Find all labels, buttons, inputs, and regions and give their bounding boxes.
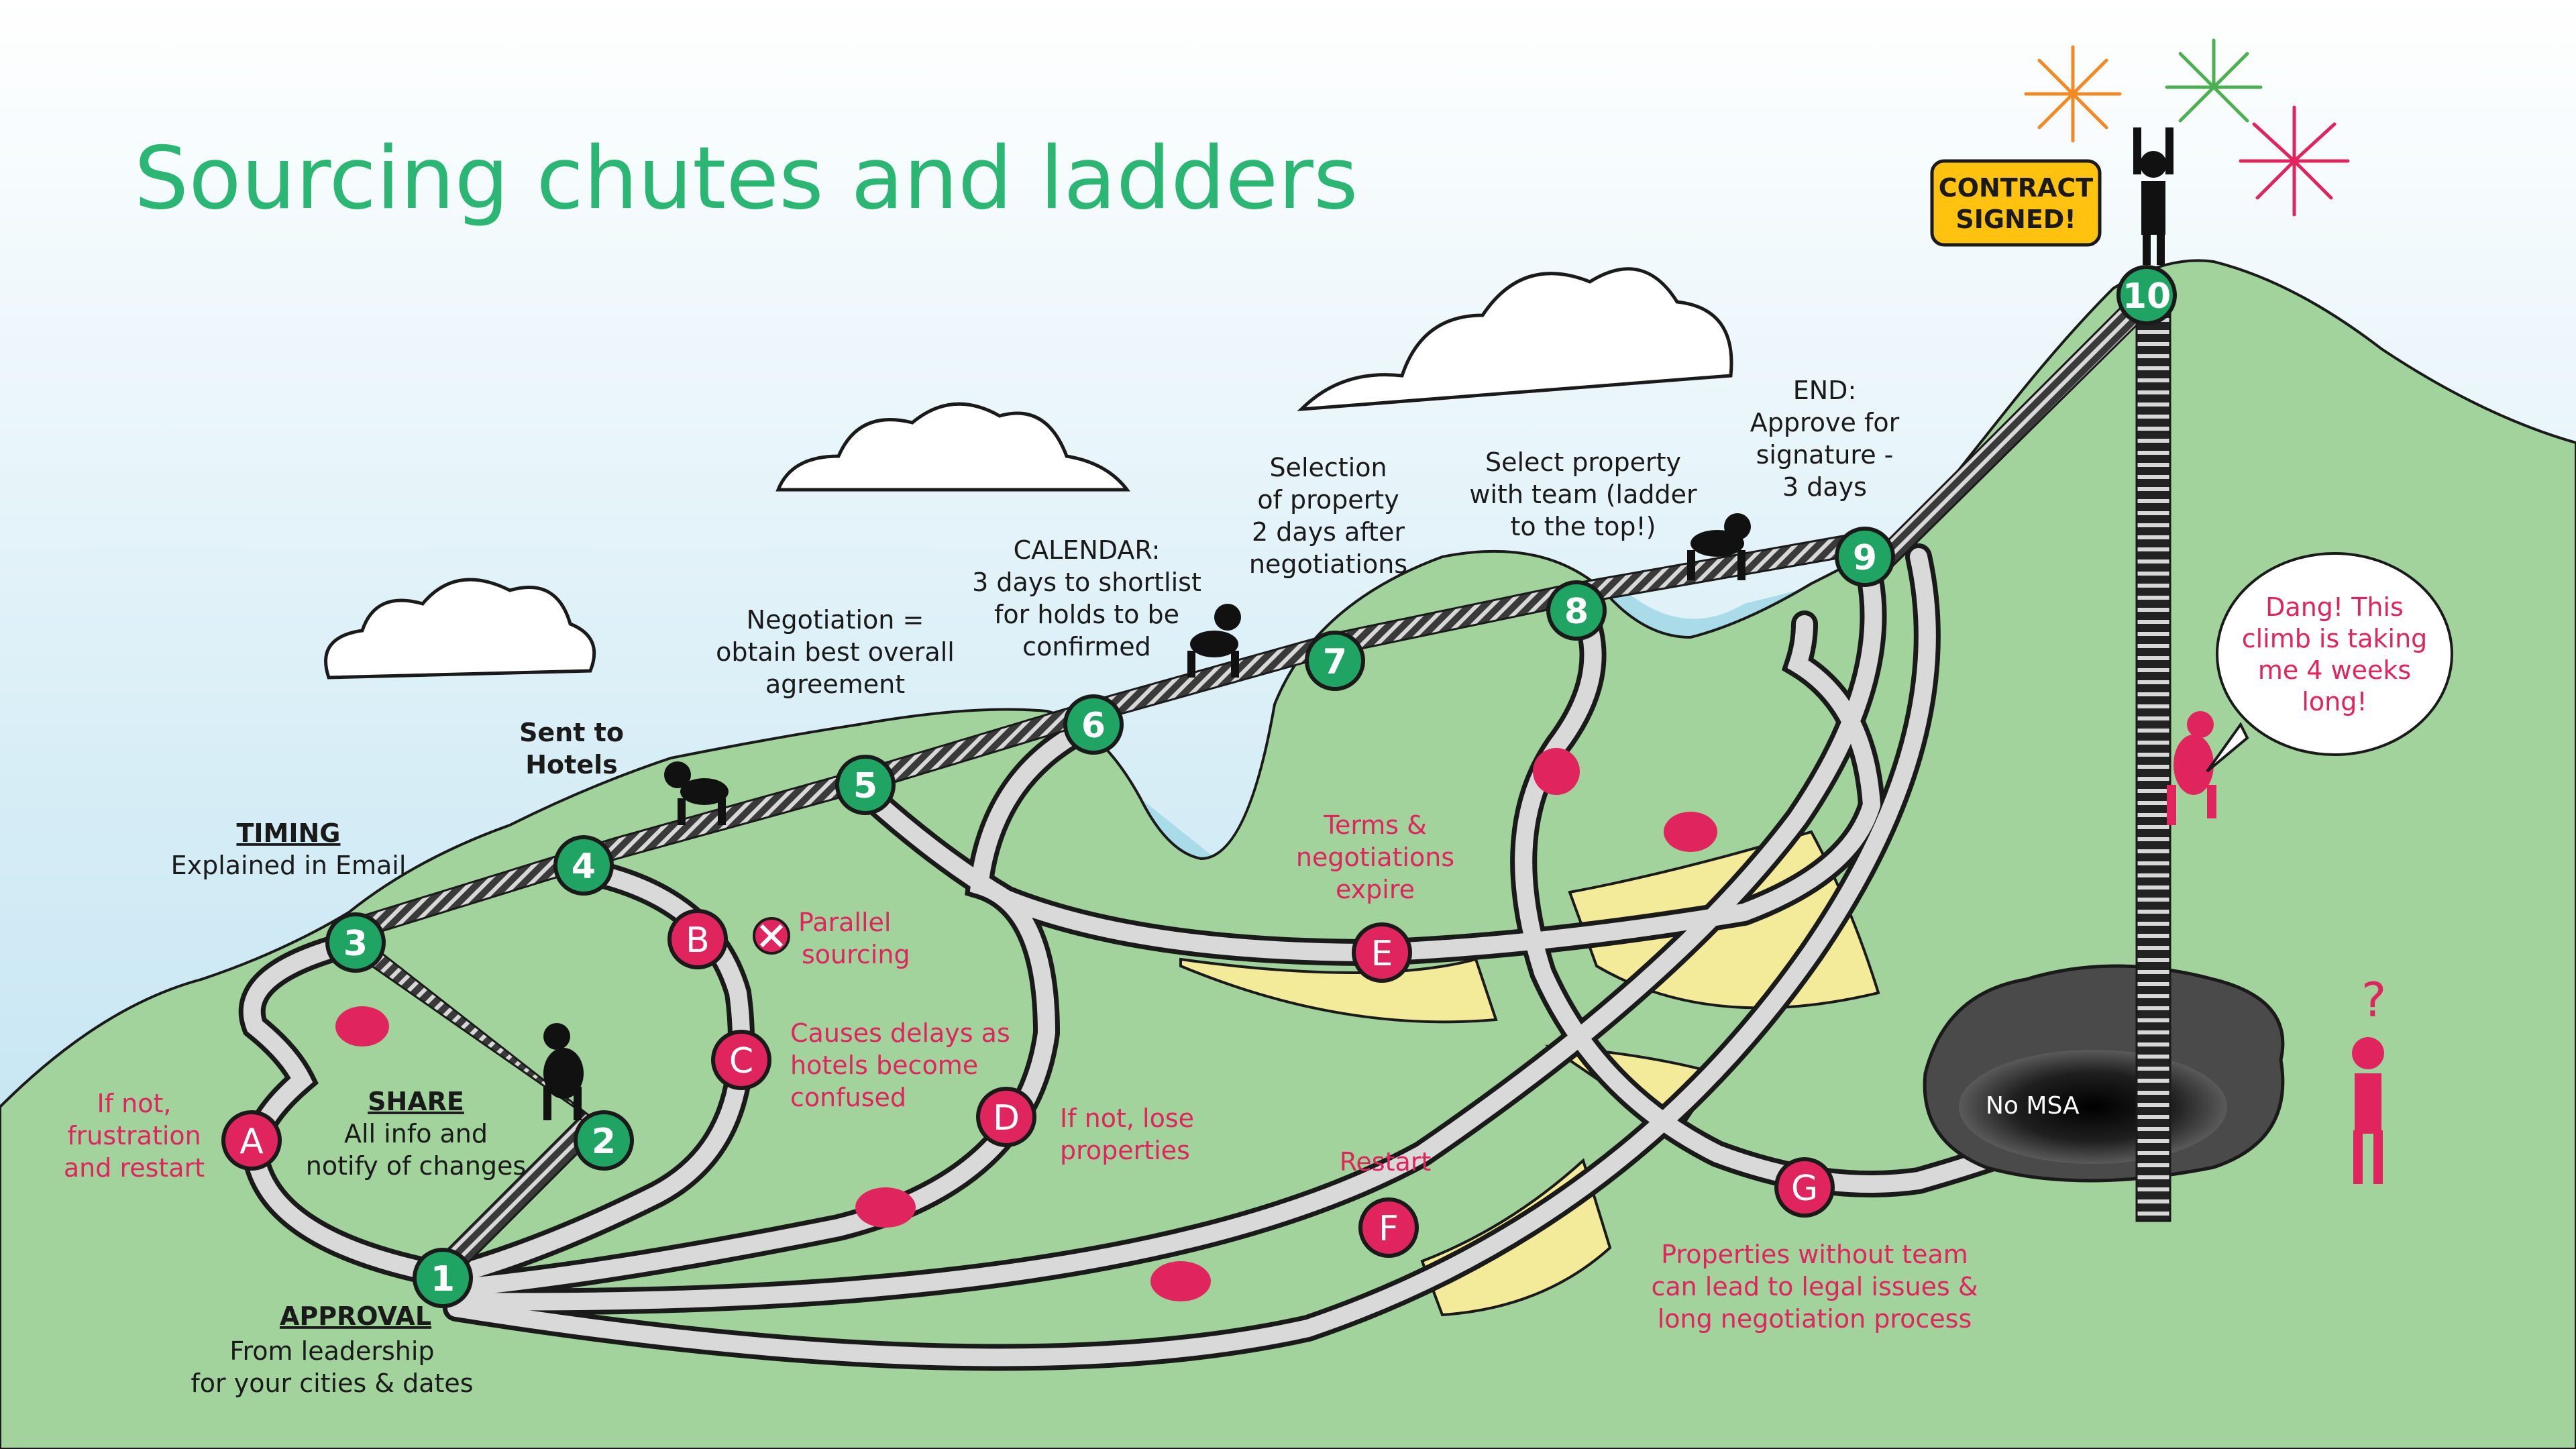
timing-heading: TIMING <box>236 818 340 848</box>
select-team-line-2: with team (ladder <box>1469 480 1697 509</box>
end-line-4: 3 days <box>1782 472 1867 502</box>
g-line-2: can lead to legal issues & <box>1651 1272 1978 1301</box>
cloud-3 <box>1297 267 1733 412</box>
approval-line-2: for your cities & dates <box>191 1368 473 1398</box>
cloud-2 <box>775 402 1131 492</box>
b-line-2: sourcing <box>802 940 910 969</box>
node-3: 3 <box>343 924 368 964</box>
end-line-2: Approve for <box>1750 408 1900 437</box>
d-line-2: properties <box>1060 1136 1190 1165</box>
negotiation-line-2: obtain best overall <box>716 637 955 667</box>
red-nodes <box>221 909 1835 1258</box>
a-line-3: and restart <box>64 1153 205 1183</box>
node-b: B <box>686 920 710 961</box>
end-line-3: signature - <box>1756 440 1894 470</box>
calendar-line-2: 3 days to shortlist <box>972 568 1201 597</box>
node-4: 4 <box>572 847 596 887</box>
bubble-line-3: me 4 weeks <box>2258 655 2411 685</box>
c-line-2: hotels become <box>790 1051 978 1080</box>
node-9: 9 <box>1853 538 1877 578</box>
selection-line-2: of property <box>1257 485 1399 515</box>
node-g: G <box>1791 1169 1818 1209</box>
node-f: F <box>1379 1209 1399 1249</box>
badge-line-2: SIGNED! <box>1955 205 2076 234</box>
select-team-line-1: Select property <box>1485 447 1681 477</box>
no-msa-label: No MSA <box>1986 1092 2080 1120</box>
bubble-line-2: climb is taking <box>2242 624 2428 653</box>
node-6: 6 <box>1081 706 1106 746</box>
end-line-1: END: <box>1793 376 1857 405</box>
node-10: 10 <box>2123 276 2171 317</box>
c-line-3: confused <box>790 1083 906 1112</box>
share-line-2: notify of changes <box>306 1151 526 1181</box>
contract-signed-badge <box>1930 159 2102 247</box>
chutes <box>238 543 2066 1371</box>
node-e: E <box>1371 934 1393 974</box>
node-8: 8 <box>1564 592 1589 632</box>
e-line-1: Terms & <box>1323 810 1427 840</box>
negotiation-line-1: Negotiation = <box>747 605 924 635</box>
bubble-line-4: long! <box>2302 687 2367 716</box>
e-line-2: negotiations <box>1296 843 1454 872</box>
a-line-1: If not, <box>97 1089 172 1118</box>
selection-line-3: 2 days after <box>1252 517 1405 547</box>
g-line-1: Properties without team <box>1661 1240 1968 1269</box>
green-nodes <box>325 265 2177 1308</box>
node-5: 5 <box>853 766 877 806</box>
sent-line-1: Sent to <box>519 718 624 747</box>
b-line-1: Parallel <box>798 908 891 937</box>
svg-text:?: ? <box>2361 973 2386 1028</box>
a-line-2: frustration <box>67 1121 201 1150</box>
negotiation-line-3: agreement <box>765 669 905 699</box>
fireworks-icon <box>2024 38 2350 217</box>
selection-line-1: Selection <box>1269 453 1387 482</box>
page-title: Sourcing chutes and ladders <box>134 129 1358 229</box>
node-d: D <box>993 1098 1020 1138</box>
d-line-1: If not, lose <box>1060 1104 1194 1133</box>
falling-figures: ? <box>335 711 2386 1301</box>
calendar-line-4: confirmed <box>1022 632 1151 661</box>
calendar-line-3: for holds to be <box>994 600 1179 629</box>
speech-bubble <box>2206 552 2453 773</box>
approval-line-1: From leadership <box>229 1336 434 1366</box>
e-line-3: expire <box>1336 875 1415 904</box>
climber-figures <box>543 127 2174 1120</box>
cloud-1 <box>324 578 596 680</box>
cave-icon <box>1923 964 2285 1183</box>
share-line-1: All info and <box>344 1119 488 1148</box>
share-heading: SHARE <box>368 1087 464 1116</box>
approval-heading: APPROVAL <box>280 1301 431 1331</box>
c-line-1: Causes delays as <box>790 1018 1010 1048</box>
node-2: 2 <box>592 1122 616 1162</box>
calendar-line-1: CALENDAR: <box>1014 535 1161 565</box>
timing-line-1: Explained in Email <box>171 851 407 880</box>
select-team-line-3: to the top!) <box>1511 512 1656 541</box>
sent-line-2: Hotels <box>525 750 618 780</box>
f-line-1: Restart <box>1340 1147 1432 1177</box>
selection-line-4: negotiations <box>1249 549 1407 579</box>
node-a: A <box>239 1122 264 1162</box>
x-icon <box>753 917 790 955</box>
g-line-3: long negotiation process <box>1658 1304 1972 1334</box>
ladders <box>351 294 2171 1276</box>
node-1: 1 <box>431 1259 455 1299</box>
node-c: C <box>729 1041 753 1081</box>
bubble-line-1: Dang! This <box>2265 592 2404 622</box>
node-7: 7 <box>1323 642 1347 682</box>
badge-line-1: CONTRACT <box>1939 173 2093 203</box>
